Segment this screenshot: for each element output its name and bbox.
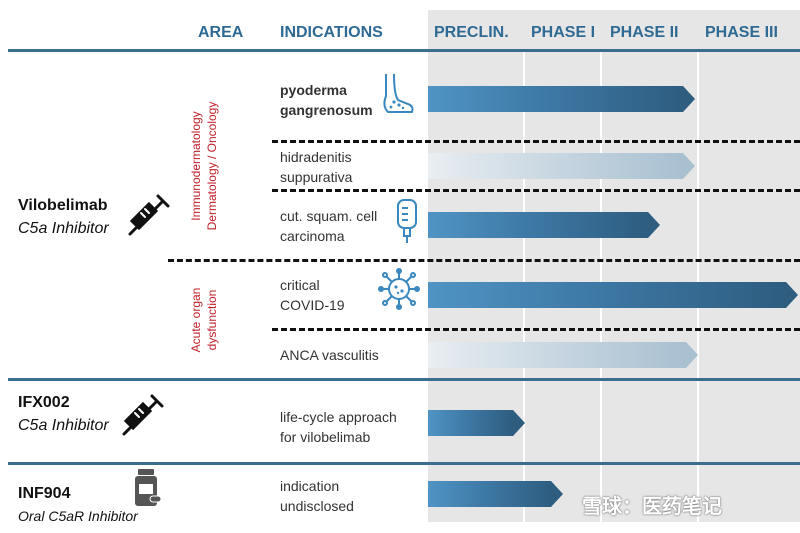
progress-bar-cscc [428, 212, 660, 238]
area-label-acute-organ: Acute organ dysfunction [189, 287, 219, 353]
row-separator [272, 140, 800, 143]
progress-bar-pyoderma [428, 86, 695, 112]
header-phase-3: PHASE III [705, 24, 778, 41]
drug-name-vilobelimab: Vilobelimab [18, 197, 108, 214]
indication-critical-covid: critical COVID-19 [280, 277, 345, 313]
syringe-icon [122, 394, 164, 436]
section-rule-ifx002 [8, 378, 800, 381]
header-area: AREA [198, 24, 244, 41]
row-separator [272, 189, 800, 192]
header-phase-1: PHASE I [531, 24, 596, 41]
drug-name-inf904: INF904 [18, 485, 71, 502]
progress-bar-anca [428, 342, 698, 368]
indication-undisclosed: indication undisclosed [280, 478, 354, 514]
infusion-bag-icon [397, 199, 417, 243]
watermark: 雪球：医药笔记 [582, 496, 722, 518]
drug-mechanism-ifx002: C5a Inhibitor [18, 417, 109, 434]
progress-bar-covid [428, 282, 798, 308]
progress-bar-hidradenitis [428, 153, 695, 179]
progress-bar-life-cycle [428, 410, 525, 436]
syringe-icon [128, 194, 170, 236]
area-label-dermatology: Immunodermatology Dermatology / Oncology [189, 101, 219, 231]
header-indications: INDICATIONS [280, 24, 383, 41]
header-preclin: PRECLIN. [434, 24, 509, 41]
virus-icon [378, 268, 420, 310]
drug-name-ifx002: IFX002 [18, 394, 70, 411]
pill-bottle-icon [135, 469, 162, 506]
row-separator [272, 328, 800, 331]
drug-mechanism-vilobelimab: C5a Inhibitor [18, 220, 109, 237]
indication-anca-vasculitis: ANCA vasculitis [280, 347, 379, 363]
indication-hidradenitis-suppurativa: hidradenitis suppurativa [280, 149, 353, 185]
indication-cutaneous-scc: cut. squam. cell carcinoma [280, 208, 378, 244]
indication-life-cycle: life-cycle approach for vilobelimab [280, 409, 397, 445]
header-rule [8, 49, 800, 52]
indication-pyoderma-gangrenosum: pyoderma gangrenosum [280, 82, 373, 118]
area-separator [168, 259, 800, 262]
section-rule-inf904 [8, 462, 800, 465]
drug-mechanism-inf904: Oral C5aR Inhibitor [18, 508, 138, 524]
header-phase-2: PHASE II [610, 24, 679, 41]
progress-bar-undisclosed [428, 481, 563, 507]
foot-icon [383, 73, 414, 113]
